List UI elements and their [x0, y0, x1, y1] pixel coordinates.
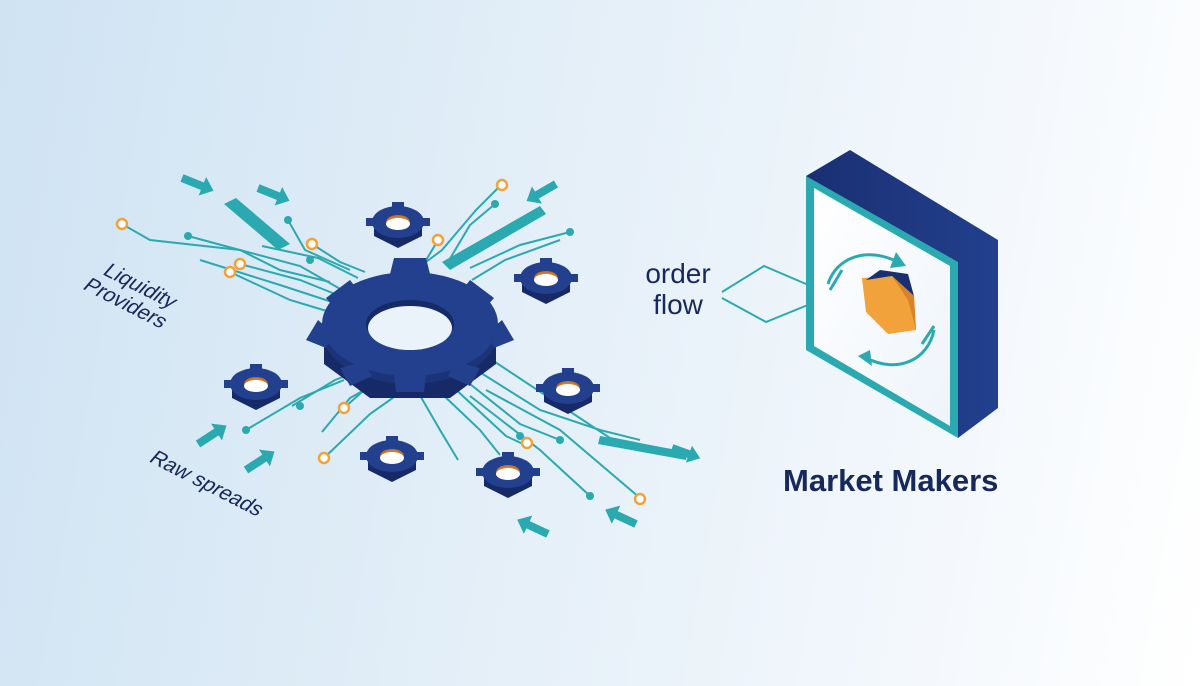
orange-nodes: [115, 178, 647, 506]
arrow-icon: [517, 515, 550, 538]
order-flow-label: order flow: [628, 258, 728, 320]
orange-hexagon-icon: [862, 270, 916, 334]
arrow-icon: [670, 444, 701, 463]
circuit-bars: [224, 198, 688, 460]
large-gear-icon: [306, 258, 514, 398]
arrow-icon: [605, 505, 638, 528]
small-gear-icon: [536, 368, 600, 414]
order-flow-line-2: flow: [653, 289, 703, 320]
flow-arrows: [180, 174, 701, 538]
market-makers-panel: [806, 150, 998, 438]
cycle-arrows-icon: [826, 252, 936, 367]
small-gear-icon: [514, 258, 578, 304]
arrow-icon: [256, 184, 290, 206]
arrow-icon: [180, 174, 214, 196]
small-gear-icon: [224, 364, 288, 410]
teal-nodes: [184, 200, 594, 500]
arrow-icon: [526, 180, 558, 204]
order-flow-connector: [721, 264, 821, 324]
small-gear-icon: [476, 452, 540, 498]
order-flow-line-1: order: [645, 258, 711, 289]
arrow-icon: [243, 449, 275, 474]
market-makers-label: Market Makers: [783, 463, 999, 498]
arrow-icon: [195, 423, 227, 448]
small-gear-icon: [366, 202, 430, 248]
small-gear-icon: [360, 436, 424, 482]
